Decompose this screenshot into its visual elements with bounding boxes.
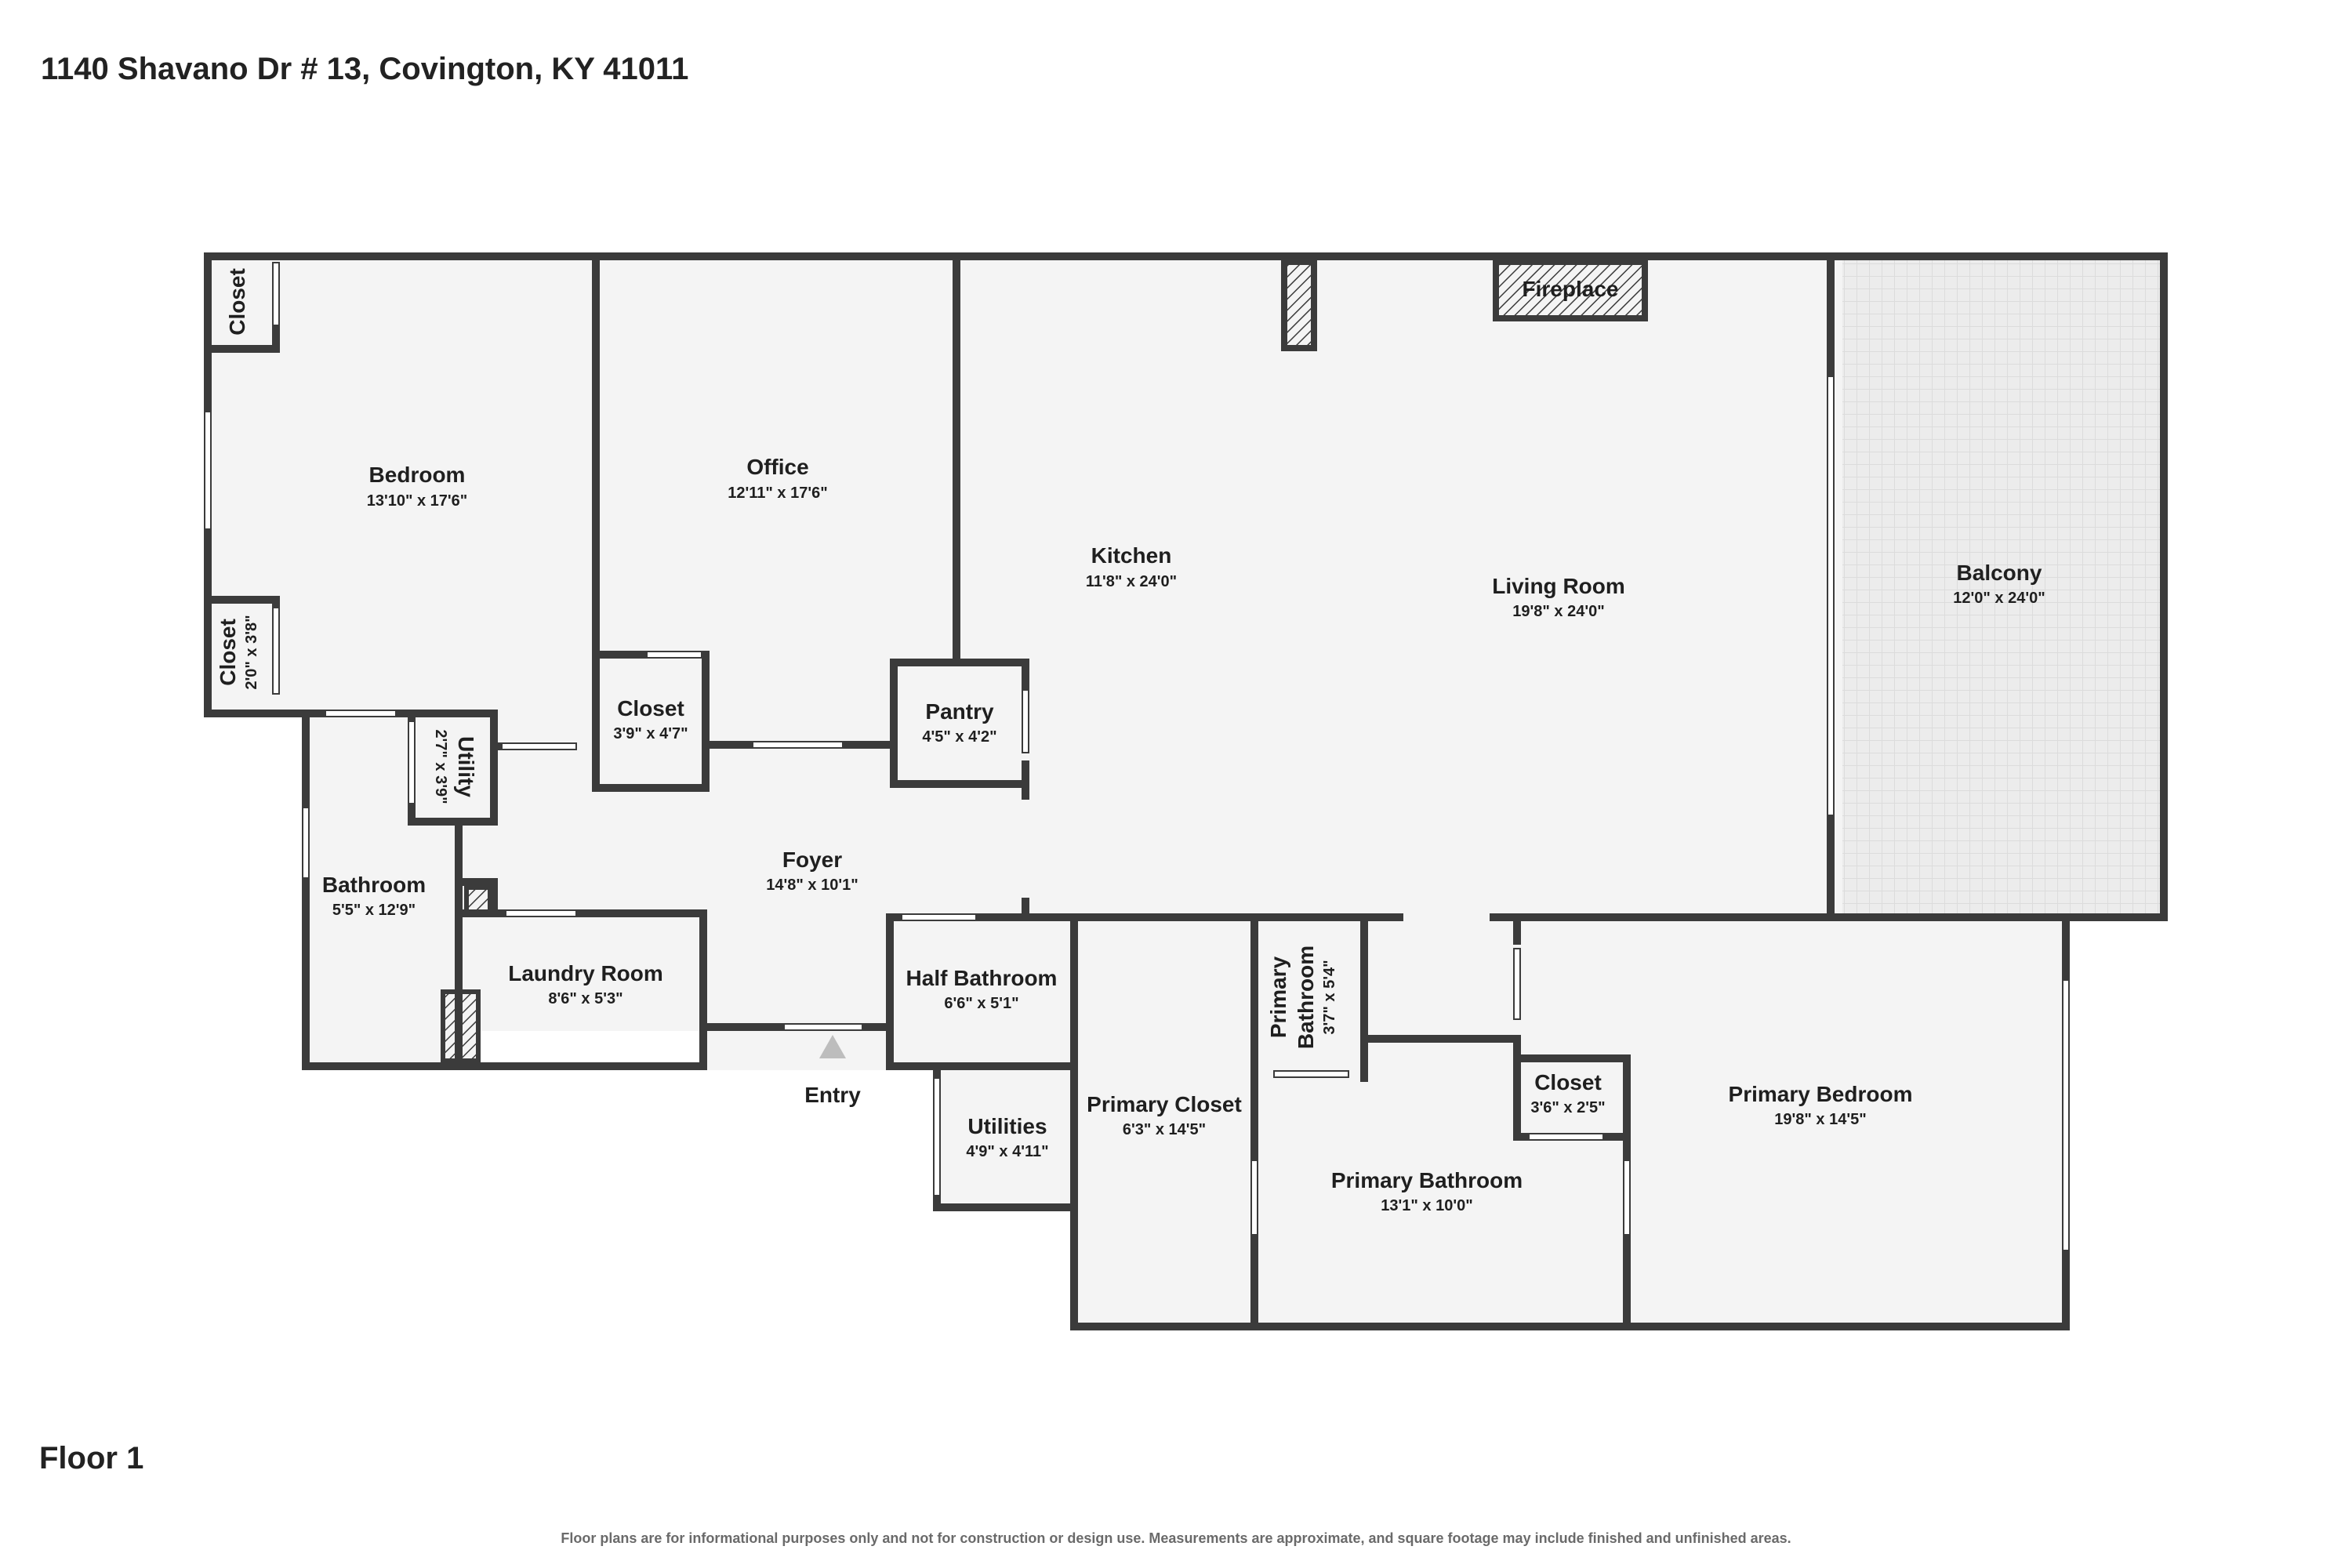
- windows: [204, 262, 2070, 1251]
- room-dims-pantry: 4'5" x 4'2": [922, 728, 996, 746]
- room-dims-closet-left: 2'0" x 3'8": [243, 615, 260, 689]
- room-name-pantry: Pantry: [925, 699, 994, 724]
- entry-arrow-icon: [819, 1035, 846, 1058]
- room-name-half-bath: Half Bathroom: [906, 966, 1058, 990]
- room-dims-utility: 2'7" x 3'9": [432, 729, 449, 804]
- fireplace: [1493, 259, 1648, 321]
- room-dims-bathroom: 5'5" x 12'9": [332, 902, 416, 919]
- room-name-closet-primary: Closet: [1534, 1070, 1602, 1094]
- room-dims-primary-bedroom: 19'8" x 14'5": [1774, 1111, 1866, 1128]
- room-name-primary-bedroom: Primary Bedroom: [1729, 1082, 1913, 1106]
- entry-label: Entry: [804, 1083, 861, 1107]
- floor-fill: [208, 256, 2164, 1327]
- room-name-foyer: Foyer: [782, 848, 842, 872]
- room-name-primary-bathroom: Primary Bathroom: [1331, 1168, 1523, 1192]
- room-dims-closet-office: 3'9" x 4'7": [613, 725, 688, 742]
- room-name-utilities: Utilities: [967, 1114, 1047, 1138]
- chimney: [1281, 259, 1317, 351]
- floor-label: Floor 1: [39, 1441, 144, 1475]
- room-name-bathroom: Bathroom: [322, 873, 426, 897]
- room-dims-kitchen: 11'8" x 24'0": [1086, 573, 1177, 590]
- room-dims-primary-closet: 6'3" x 14'5": [1123, 1121, 1206, 1138]
- room-dims-balcony: 12'0" x 24'0": [1953, 590, 2045, 607]
- hatched-duct-a: [464, 885, 492, 915]
- room-name-primary-bath-small-1: Primary: [1266, 956, 1290, 1038]
- room-name-primary-closet: Primary Closet: [1087, 1092, 1242, 1116]
- room-dims-half-bath: 6'6" x 5'1": [944, 995, 1018, 1012]
- room-dims-closet-primary: 3'6" x 2'5": [1530, 1099, 1605, 1116]
- fireplace-label: Fireplace: [1523, 277, 1619, 301]
- room-name-closet-left: Closet: [216, 619, 240, 686]
- room-dims-laundry: 8'6" x 5'3": [548, 990, 622, 1007]
- room-name-kitchen: Kitchen: [1091, 543, 1172, 568]
- room-dims-utilities: 4'9" x 4'11": [966, 1143, 1048, 1160]
- room-dims-bedroom: 13'10" x 17'6": [367, 492, 468, 510]
- room-name-office: Office: [746, 455, 808, 479]
- balcony-floor: [1842, 256, 2164, 917]
- address-title: 1140 Shavano Dr # 13, Covington, KY 4101…: [41, 52, 689, 86]
- room-dims-foyer: 14'8" x 10'1": [766, 877, 858, 894]
- room-name-laundry: Laundry Room: [508, 961, 663, 985]
- room-dims-office: 12'11" x 17'6": [728, 485, 827, 502]
- room-name-closet-top: Closet: [225, 268, 249, 336]
- room-name-primary-bath-small-2: Bathroom: [1294, 946, 1318, 1049]
- disclaimer: Floor plans are for informational purpos…: [561, 1530, 1791, 1546]
- room-name-living-room: Living Room: [1492, 574, 1625, 598]
- room-name-utility: Utility: [454, 736, 478, 797]
- room-dims-primary-bathroom: 13'1" x 10'0": [1381, 1197, 1472, 1214]
- room-name-closet-office: Closet: [617, 696, 684, 720]
- room-name-bedroom: Bedroom: [369, 463, 466, 487]
- room-name-balcony: Balcony: [1957, 561, 2042, 585]
- room-dims-primary-bath-small: 3'7" x 5'4": [1321, 960, 1338, 1034]
- room-dims-living-room: 19'8" x 24'0": [1512, 603, 1604, 620]
